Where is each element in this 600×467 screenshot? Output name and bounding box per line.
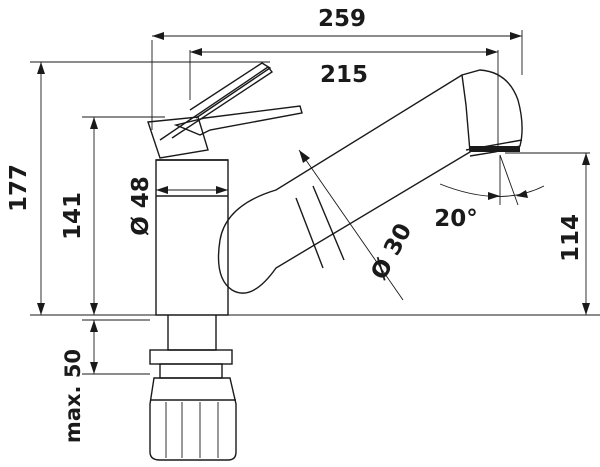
label-spout-reach: 215 bbox=[320, 62, 368, 88]
mounting-nut bbox=[149, 377, 237, 461]
mounting-washer bbox=[149, 349, 233, 365]
label-body-height: 141 bbox=[60, 192, 86, 240]
dim-177-arrow-bottom bbox=[37, 303, 45, 315]
dim-141-arrow-bottom bbox=[90, 303, 98, 315]
dimension-lines bbox=[30, 30, 600, 375]
dim-30-line bbox=[298, 149, 404, 301]
angle-arrow-right bbox=[516, 190, 528, 198]
spray-head-nozzles bbox=[470, 146, 520, 152]
dim-48-arrow-left bbox=[156, 186, 168, 194]
dim-50-arrow-bottom bbox=[90, 362, 98, 374]
dim-259-arrow-left bbox=[152, 32, 164, 40]
label-max-thickness: max. 50 bbox=[61, 349, 85, 443]
mounting-ring bbox=[159, 363, 223, 379]
dim-215-arrow-left bbox=[190, 48, 202, 56]
spout-joint-line-2 bbox=[312, 185, 345, 261]
dim-50-arrow-top bbox=[90, 320, 98, 332]
angle-arrow-left bbox=[488, 192, 500, 200]
dim-259-arrow-right bbox=[510, 32, 522, 40]
spout-joint-line-1 bbox=[295, 197, 324, 269]
label-outlet-height: 114 bbox=[558, 214, 584, 262]
lever-handle bbox=[173, 105, 303, 136]
angle-ref-inclined bbox=[499, 154, 519, 206]
dim-30-arrow-top bbox=[299, 150, 310, 163]
spout-body bbox=[217, 69, 523, 294]
spout-upper-edge bbox=[219, 74, 463, 241]
label-spout-diameter: Ø 30 bbox=[366, 219, 417, 284]
dim-215-arrow-right bbox=[486, 48, 498, 56]
dimension-labels: 259 215 177 141 Ø 48 Ø 30 114 20° max. 5… bbox=[6, 6, 584, 443]
label-body-diameter: Ø 48 bbox=[128, 176, 154, 236]
lever-handle-raised-top bbox=[189, 62, 272, 119]
lever-head bbox=[147, 116, 209, 159]
dim-114-arrow-top bbox=[582, 153, 590, 165]
label-overall-width: 259 bbox=[318, 6, 366, 32]
faucet-outline bbox=[147, 62, 523, 461]
dim-114-arrow-bottom bbox=[582, 303, 590, 315]
label-spray-angle: 20° bbox=[434, 206, 478, 232]
lever-handle-raised bbox=[159, 66, 274, 141]
faucet-body-column bbox=[155, 159, 229, 316]
mounting-shank bbox=[167, 315, 217, 351]
label-overall-height: 177 bbox=[6, 164, 32, 212]
dim-177-arrow-top bbox=[37, 62, 45, 74]
dim-141-arrow-top bbox=[90, 117, 98, 129]
dim-48-arrow-right bbox=[216, 186, 228, 194]
